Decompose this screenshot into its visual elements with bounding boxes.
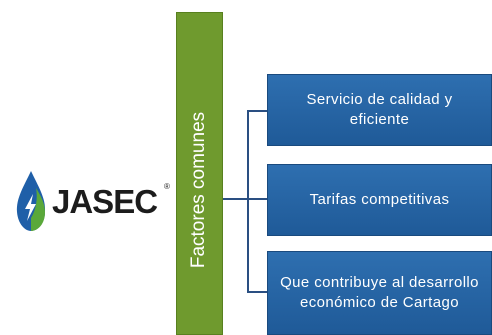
connector-branch-3: [247, 291, 267, 293]
logo-wordmark: JASEC: [52, 183, 158, 220]
connector-branch-1: [247, 110, 267, 112]
registered-mark: ®: [164, 182, 170, 191]
factor-text-1: Servicio de calidad y eficiente: [306, 91, 453, 128]
factor-box-1: Servicio de calidad y eficiente: [267, 74, 492, 146]
connector-horizontal-main: [223, 198, 249, 200]
jasec-logo: JASEC ®: [14, 168, 174, 234]
factor-text-3: Que contribuye al desarrollo económico d…: [280, 274, 479, 311]
factor-text-2: Tarifas competitivas: [309, 191, 450, 208]
connector-branch-2: [247, 198, 267, 200]
connector-vertical: [247, 110, 249, 293]
lightning-bolt-icon: [25, 194, 36, 221]
factors-title: Factores comunes: [188, 111, 209, 269]
factor-box-2: Tarifas competitivas: [267, 164, 492, 236]
factor-box-3: Que contribuye al desarrollo económico d…: [267, 251, 492, 335]
factors-title-bar: [176, 12, 223, 335]
water-drop-leaf-icon: [16, 171, 46, 231]
